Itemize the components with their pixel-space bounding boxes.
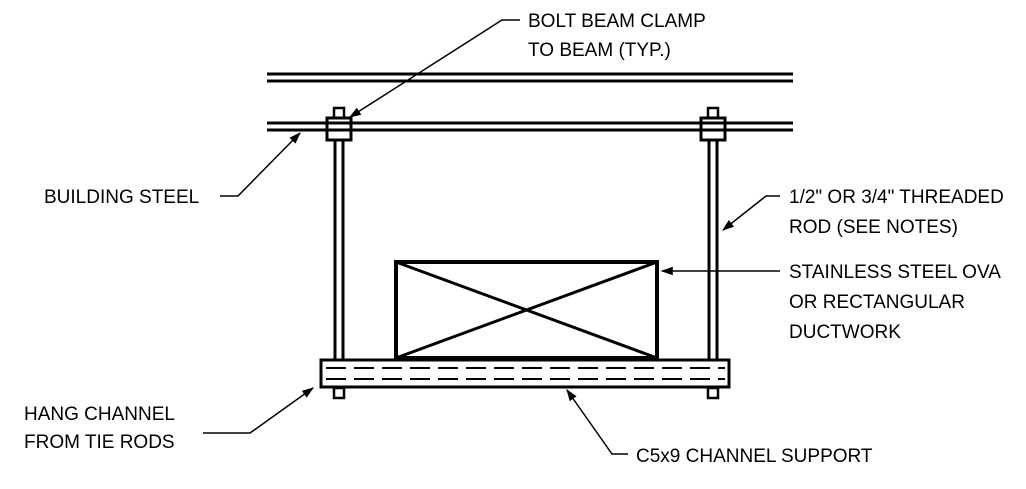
callout-ductwork: STAINLESS STEEL OVA OR RECTANGULAR DUCTW… <box>789 262 1001 343</box>
callout-threaded-rod: 1/2" OR 3/4" THREADED ROD (SEE NOTES) <box>789 187 1004 238</box>
callout-beam-clamp: BOLT BEAM CLAMP TO BEAM (TYP.) <box>528 11 706 61</box>
callout-threaded-rod-line-1: 1/2" OR 3/4" THREADED <box>789 187 1004 208</box>
callout-ductwork-line-1: STAINLESS STEEL OVA <box>789 262 1001 283</box>
callout-hang-channel: HANG CHANNEL FROM TIE RODS <box>24 404 175 453</box>
callout-building-steel-line-1: BUILDING STEEL <box>44 187 199 208</box>
left-beam-clamp <box>325 116 353 142</box>
left-threaded-rod <box>332 106 346 400</box>
leader-beam-clamp <box>348 19 520 118</box>
callout-beam-clamp-line-2: TO BEAM (TYP.) <box>528 40 671 61</box>
callout-hang-channel-line-1: HANG CHANNEL <box>24 404 175 425</box>
right-beam-clamp <box>699 116 727 142</box>
callout-building-steel: BUILDING STEEL <box>44 187 199 208</box>
callout-hang-channel-line-2: FROM TIE RODS <box>24 432 175 453</box>
callout-beam-clamp-line-1: BOLT BEAM CLAMP <box>528 11 706 32</box>
channel-support <box>319 358 731 389</box>
leader-threaded-rod <box>722 195 780 231</box>
callout-threaded-rod-line-2: ROD (SEE NOTES) <box>789 217 958 238</box>
callout-channel-support-line-1: C5x9 CHANNEL SUPPORT <box>636 446 873 467</box>
leader-building-steel <box>220 132 301 197</box>
right-threaded-rod <box>706 106 720 400</box>
callout-channel-support: C5x9 CHANNEL SUPPORT <box>636 446 873 467</box>
leader-channel-support <box>566 389 628 455</box>
upper-beam <box>267 72 793 83</box>
leader-hang-channel <box>203 387 314 434</box>
ductwork <box>394 260 659 360</box>
callout-ductwork-line-3: DUCTWORK <box>789 322 901 343</box>
callout-ductwork-line-2: OR RECTANGULAR <box>789 292 965 313</box>
